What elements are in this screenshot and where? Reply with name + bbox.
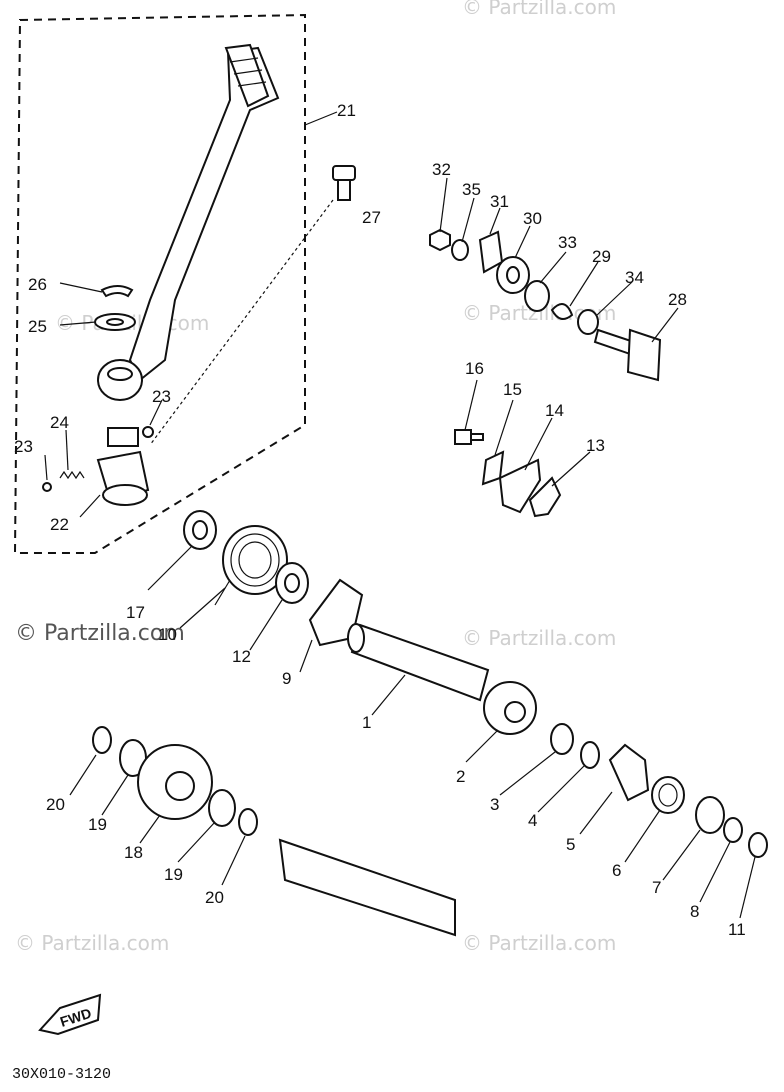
- spring-6[interactable]: [651, 776, 685, 814]
- callout-18: 18: [124, 843, 143, 862]
- callout-1: 1: [362, 713, 371, 732]
- plate-13[interactable]: [528, 476, 562, 518]
- clip-11[interactable]: [748, 832, 768, 858]
- callout-19-left: 19: [88, 815, 107, 834]
- callout-32: 32: [432, 160, 451, 179]
- fwd-arrow: FWD: [38, 993, 102, 1036]
- callout-13: 13: [586, 436, 605, 455]
- kick-lever[interactable]: [97, 43, 280, 401]
- callout-23-right: 23: [152, 387, 171, 406]
- callout-23-left: 23: [14, 437, 33, 456]
- callout-30: 30: [523, 209, 542, 228]
- callout-10: 10: [158, 625, 177, 644]
- watermarks: © Partzilla.com © Partzilla.com © Partzi…: [15, 0, 616, 955]
- shaft-phantom: [278, 838, 456, 937]
- washer-hole: [106, 318, 124, 326]
- leader-lines: [44, 111, 756, 919]
- callout-21: 21: [337, 101, 356, 120]
- spring-24[interactable]: [59, 470, 85, 480]
- shaft-28[interactable]: [593, 328, 662, 382]
- callout-34: 34: [625, 268, 644, 287]
- callout-12: 12: [232, 647, 251, 666]
- bolt-16[interactable]: [454, 429, 484, 445]
- callout-20-right: 20: [205, 888, 224, 907]
- callout-31: 31: [490, 192, 509, 211]
- callout-27: 27: [362, 208, 381, 227]
- watermark-faint: © Partzilla.com: [462, 931, 616, 955]
- oil-seal-17[interactable]: [183, 510, 217, 550]
- callout-20-left: 20: [46, 795, 65, 814]
- callout-16: 16: [465, 359, 484, 378]
- clip-4[interactable]: [580, 741, 600, 769]
- guide-12[interactable]: [275, 562, 309, 604]
- callout-8: 8: [690, 902, 699, 921]
- watermark-faint: © Partzilla.com: [462, 626, 616, 650]
- spring-34[interactable]: [577, 309, 599, 335]
- kick-axle-1[interactable]: [347, 623, 490, 702]
- callout-26: 26: [28, 275, 47, 294]
- callout-29: 29: [592, 247, 611, 266]
- callout-19-right: 19: [164, 865, 183, 884]
- gear-2[interactable]: [483, 681, 537, 735]
- callout-28: 28: [668, 290, 687, 309]
- washer-19[interactable]: [208, 789, 236, 827]
- plate-14[interactable]: [498, 458, 542, 514]
- washer-33[interactable]: [524, 280, 550, 312]
- callout-2: 2: [456, 767, 465, 786]
- callout-5: 5: [566, 835, 575, 854]
- ratchet-5[interactable]: [608, 743, 650, 802]
- idler-gear-18[interactable]: [137, 744, 213, 820]
- watermark-faint: © Partzilla.com: [462, 0, 616, 19]
- clip-8[interactable]: [723, 817, 743, 843]
- clip-29[interactable]: [550, 303, 574, 320]
- clip-20[interactable]: [92, 726, 112, 754]
- callout-33: 33: [558, 233, 577, 252]
- leader-27: [149, 199, 334, 446]
- torsion-spring-10[interactable]: [214, 525, 288, 606]
- callout-35: 35: [462, 180, 481, 199]
- callout-17: 17: [126, 603, 145, 622]
- callouts: 21 27 26 25 23 24 23 22 32 35 31 30 33 2…: [14, 101, 746, 939]
- ball-23[interactable]: [142, 426, 154, 438]
- washer-3[interactable]: [550, 723, 574, 755]
- callout-25: 25: [28, 317, 47, 336]
- callout-15: 15: [503, 380, 522, 399]
- ball-23[interactable]: [42, 482, 52, 492]
- washer-7[interactable]: [695, 796, 725, 834]
- washer-35[interactable]: [451, 239, 469, 261]
- callout-11: 11: [728, 920, 746, 939]
- watermark-faint: © Partzilla.com: [15, 931, 169, 955]
- callout-14: 14: [545, 401, 564, 420]
- diagram-code: 30X010-3120: [12, 1066, 111, 1083]
- callout-9: 9: [282, 669, 291, 688]
- clip-20[interactable]: [238, 808, 258, 836]
- callout-22: 22: [50, 515, 69, 534]
- callout-4: 4: [528, 811, 537, 830]
- callout-7: 7: [652, 878, 661, 897]
- clip-26[interactable]: [100, 285, 134, 298]
- callout-3: 3: [490, 795, 499, 814]
- dashed-boundary: [13, 13, 306, 554]
- bearing-30[interactable]: [496, 256, 530, 294]
- callout-6: 6: [612, 861, 621, 880]
- nut-32[interactable]: [429, 228, 451, 252]
- kick-boss-22[interactable]: [96, 427, 150, 506]
- watermark-main: © Partzilla.com: [15, 621, 185, 646]
- callout-24: 24: [50, 413, 69, 432]
- bolt-27[interactable]: [332, 165, 356, 201]
